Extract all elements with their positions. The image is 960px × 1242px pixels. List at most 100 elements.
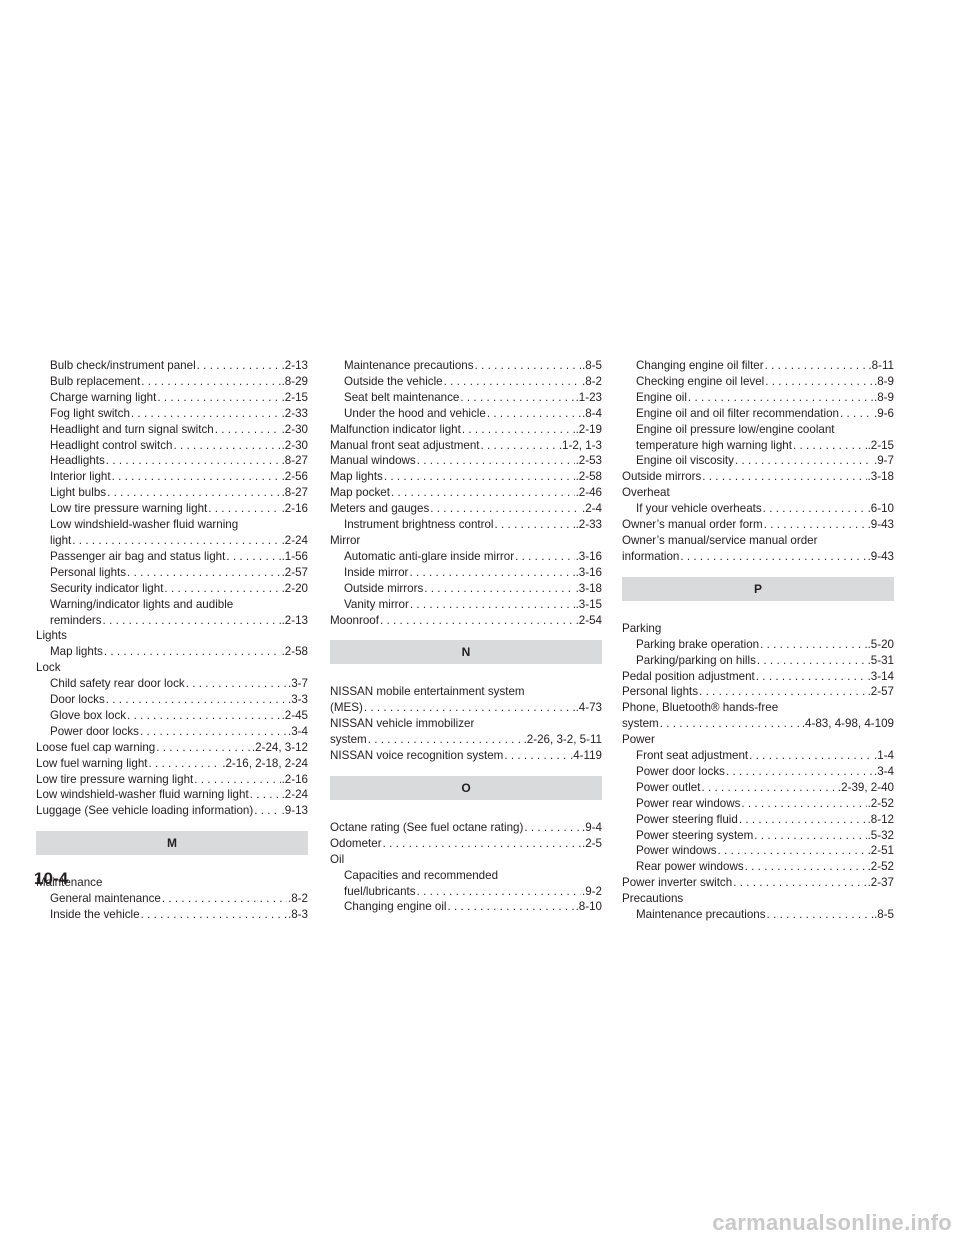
entry-label: Changing engine oil: [344, 900, 447, 914]
entry-label: Power steering fluid: [636, 812, 738, 826]
entry-label: fuel/lubricants: [344, 884, 416, 898]
dot-leader: ........................................…: [762, 502, 867, 516]
entry-label: Engine oil and oil filter recommendation: [636, 406, 840, 420]
page-reference: .2-30: [281, 438, 308, 452]
entry-label: Maintenance precautions: [344, 359, 474, 372]
entry-label: Manual front seat adjustment: [330, 438, 480, 452]
page-reference: .1-56: [281, 549, 308, 563]
index-column-2: Maintenance precautions.................…: [330, 358, 602, 915]
index-entry: Pedal position adjustment...............…: [622, 669, 894, 685]
page-reference: .2-15: [867, 438, 894, 452]
index-entry: Lock: [36, 661, 61, 675]
dot-leader: ........................................…: [840, 406, 873, 420]
entry-label: reminders: [50, 613, 102, 627]
index-entry: Owner’s manual/service manual order: [622, 533, 818, 547]
index-entry: Meters and gauges.......................…: [330, 501, 602, 517]
entry-label: Meters and gauges: [330, 502, 430, 516]
page-reference: .2-19: [575, 422, 602, 436]
dot-leader: ........................................…: [765, 374, 873, 388]
index-subentry: Power steering fluid....................…: [622, 812, 894, 828]
dot-leader: ........................................…: [130, 406, 281, 420]
index-entry: Oil: [330, 852, 345, 866]
index-subentry: Parking brake operation.................…: [622, 637, 894, 653]
entry-label: Outside mirrors: [344, 581, 424, 595]
entry-label: Maintenance precautions: [636, 908, 766, 922]
page-reference: .2-16: [281, 772, 308, 786]
page-reference: .2-20: [281, 581, 308, 595]
dot-leader: ........................................…: [208, 502, 280, 516]
entry-label: Low tire pressure warning light: [36, 772, 194, 786]
index-subentry: Front seat adjustment...................…: [622, 748, 894, 764]
index-entry: Mirror: [330, 533, 361, 547]
entry-label: Power inverter switch: [622, 876, 733, 890]
dot-leader: ........................................…: [494, 518, 575, 532]
page-reference: .9-13: [281, 804, 308, 818]
index-entry: Luggage (See vehicle loading information…: [36, 803, 308, 819]
dot-leader: ........................................…: [416, 884, 581, 898]
entry-label: Parking/parking on hills: [636, 653, 756, 667]
entry-label: Low fuel warning light: [36, 756, 148, 770]
entry-label: system: [622, 717, 659, 731]
dot-leader: ........................................…: [741, 796, 867, 810]
index-entry: Outside mirrors.........................…: [622, 469, 894, 485]
dot-leader: ........................................…: [140, 908, 287, 922]
page-reference: .2-51: [867, 844, 894, 858]
entry-label: General maintenance: [50, 892, 161, 906]
page-reference: .3-4: [288, 724, 308, 738]
index-subentry: Power door locks........................…: [622, 764, 894, 780]
index-subentry: Light bulbs.............................…: [36, 485, 308, 501]
page-reference: .8-5: [874, 908, 894, 922]
dot-leader: ........................................…: [754, 828, 866, 842]
page-reference: .2-53: [575, 454, 602, 468]
entry-label: Security indicator light: [50, 581, 164, 595]
dot-leader: ........................................…: [214, 422, 281, 436]
index-subentry: Warning/indicator lights and audible: [50, 597, 234, 611]
index-subentry: Low windshield-washer fluid warning: [50, 518, 239, 532]
page-reference: .9-7: [874, 454, 894, 468]
index-entry: Low tire pressure warning light.........…: [36, 772, 308, 788]
entry-label: light: [50, 533, 72, 547]
index-subentry: Map lights..............................…: [36, 644, 308, 660]
entry-label: Bulb replacement: [50, 374, 141, 388]
dot-leader: ........................................…: [766, 908, 873, 922]
page-reference: .8-29: [281, 374, 308, 388]
section-letter-heading: M: [36, 831, 308, 856]
entry-label: Power rear windows: [636, 796, 741, 810]
page-reference: .2-13: [281, 613, 308, 627]
index-subentry: Passenger air bag and status light......…: [36, 549, 308, 565]
index-subentry: Rear power windows......................…: [622, 859, 894, 875]
entry-label: Inside mirror: [344, 565, 409, 579]
page-reference: .2-24, 3-12: [251, 740, 308, 754]
page-reference: .8-12: [867, 812, 894, 826]
entry-label: information: [622, 549, 680, 563]
index-subentry: Fog light switch........................…: [36, 406, 308, 422]
entry-label: Personal lights: [622, 685, 699, 699]
index-subentry: If your vehicle overheats...............…: [622, 501, 894, 517]
entry-label: Interior light: [50, 470, 111, 484]
entry-label: Map lights: [50, 645, 103, 659]
page-reference: .2-56: [281, 470, 308, 484]
dot-leader: ........................................…: [367, 733, 523, 747]
dot-leader: ........................................…: [139, 724, 287, 738]
index-subentry: Interior light..........................…: [36, 469, 308, 485]
index-entry: Map pocket..............................…: [330, 485, 602, 501]
entry-label: Low tire pressure warning light: [50, 502, 208, 516]
index-subentry: Changing engine oil filter..............…: [622, 358, 894, 374]
index-subentry: Seat belt maintenance...................…: [330, 390, 602, 406]
dot-leader: ........................................…: [447, 900, 575, 914]
index-subentry: Outside mirrors.........................…: [330, 581, 602, 597]
dot-leader: ........................................…: [156, 740, 251, 754]
index-subentry: Checking engine oil level...............…: [622, 374, 894, 390]
page-reference: .4-73: [575, 701, 602, 715]
dot-leader: ........................................…: [72, 533, 281, 547]
index-subentry: Instrument brightness control...........…: [330, 517, 602, 533]
entry-label: Engine oil viscosity: [636, 454, 734, 468]
page-number: 10-4: [34, 869, 69, 888]
index-entry: Power: [622, 733, 655, 747]
page-reference: .2-30: [281, 422, 308, 436]
index-entry: Map lights..............................…: [330, 469, 602, 485]
dot-leader: ........................................…: [105, 693, 287, 707]
page-reference: .2-26, 3-2, 5-11: [523, 733, 602, 747]
page-reference: .2-37: [867, 876, 894, 890]
dot-leader: ........................................…: [194, 772, 280, 786]
